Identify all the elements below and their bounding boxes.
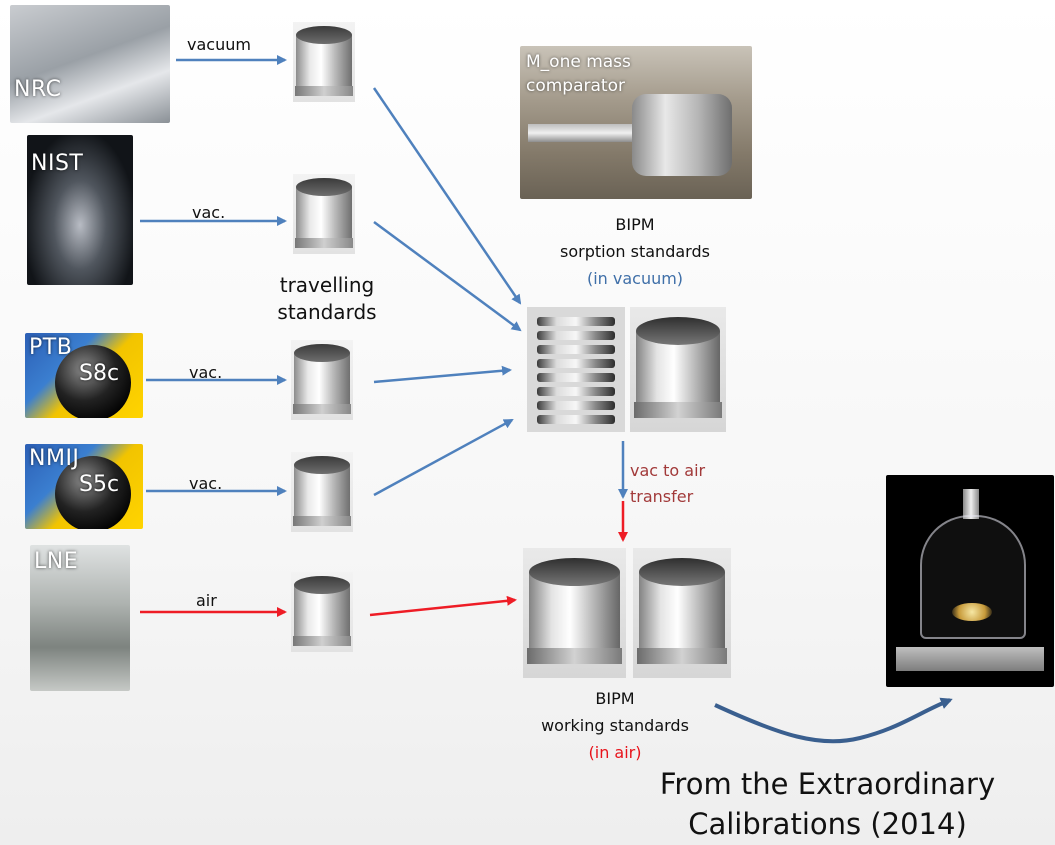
arrow-ptb-standard-to-bipm	[373, 365, 512, 384]
travelling-standard-nrc	[293, 22, 355, 102]
ptb-silicon-sphere	[55, 345, 131, 418]
nmij-link-label: vac.	[189, 474, 223, 493]
bell-jar-knob	[963, 489, 979, 519]
comparator-caption-2: comparator	[526, 76, 625, 96]
travelling-standard-ptb	[291, 340, 353, 420]
arrow-nmij-standard-to-bipm	[373, 418, 514, 497]
mass-comparator-photo: M_one mass comparator	[520, 46, 752, 199]
vac-to-air-transfer-label: vac to air transfer	[630, 458, 705, 510]
arrow-working-to-prototype	[714, 697, 953, 744]
travelling-standard-nist	[293, 174, 355, 254]
arrow-lne-standard-to-bipm	[369, 595, 517, 617]
bell-jar-base	[896, 647, 1044, 671]
arrow-nist-standard-to-bipm	[373, 220, 522, 332]
ptb-balance-photo: PTB S8c	[25, 333, 143, 418]
nmij-label: NMIJ	[29, 446, 80, 471]
nist-label: NIST	[31, 151, 84, 176]
source-caption: From the Extraordinary Calibrations (201…	[640, 764, 1015, 844]
nist-balance-photo: NIST	[27, 135, 133, 285]
transfer-line-1: vac to air	[630, 461, 706, 480]
lne-balance-photo: LNE	[30, 545, 130, 691]
comparator-tube	[528, 124, 636, 142]
comparator-tank	[632, 94, 732, 176]
working-line-3: (in air)	[588, 743, 642, 762]
travelling-line-1: travelling	[279, 273, 375, 297]
sorption-standards-label: BIPM sorption standards (in vacuum)	[540, 211, 730, 292]
ptb-sphere-label: S8c	[79, 361, 120, 386]
nmij-silicon-sphere	[55, 456, 131, 529]
travelling-standards-label: travelling standards	[262, 272, 392, 326]
sorption-line-3: (in vacuum)	[586, 269, 684, 288]
sorption-cylinder-photo	[630, 307, 726, 432]
sorption-line-1: BIPM	[615, 215, 655, 234]
ptb-link-label: vac.	[189, 363, 223, 382]
nrc-balance-photo: NRC	[10, 5, 170, 123]
transfer-line-2: transfer	[630, 487, 694, 506]
nmij-sphere-label: S5c	[79, 472, 120, 497]
working-standard-photo-1	[523, 548, 626, 678]
international-prototype-photo	[886, 475, 1054, 687]
nrc-label: NRC	[14, 77, 62, 102]
travelling-line-2: standards	[277, 300, 377, 324]
prototype-kilogram	[952, 603, 992, 621]
sorption-line-2: sorption standards	[560, 242, 710, 261]
travelling-standard-lne	[291, 572, 353, 652]
working-standards-label: BIPM working standards (in air)	[515, 685, 715, 766]
nist-link-label: vac.	[192, 203, 226, 222]
sorption-disc-stack-photo	[527, 307, 625, 432]
lne-link-label: air	[196, 591, 217, 610]
working-line-2: working standards	[541, 716, 689, 735]
arrow-nrc-standard-to-bipm	[372, 87, 522, 305]
nrc-link-label: vacuum	[187, 35, 251, 54]
working-line-1: BIPM	[595, 689, 635, 708]
comparator-caption-1: M_one mass	[526, 52, 631, 72]
travelling-standard-nmij	[291, 452, 353, 532]
caption-line-1: From the Extraordinary	[659, 767, 996, 801]
ptb-label: PTB	[29, 335, 73, 360]
lne-label: LNE	[34, 549, 79, 574]
working-standard-photo-2	[633, 548, 731, 678]
nmij-balance-photo: NMIJ S5c	[25, 444, 143, 529]
caption-line-2: Calibrations (2014)	[688, 807, 967, 841]
